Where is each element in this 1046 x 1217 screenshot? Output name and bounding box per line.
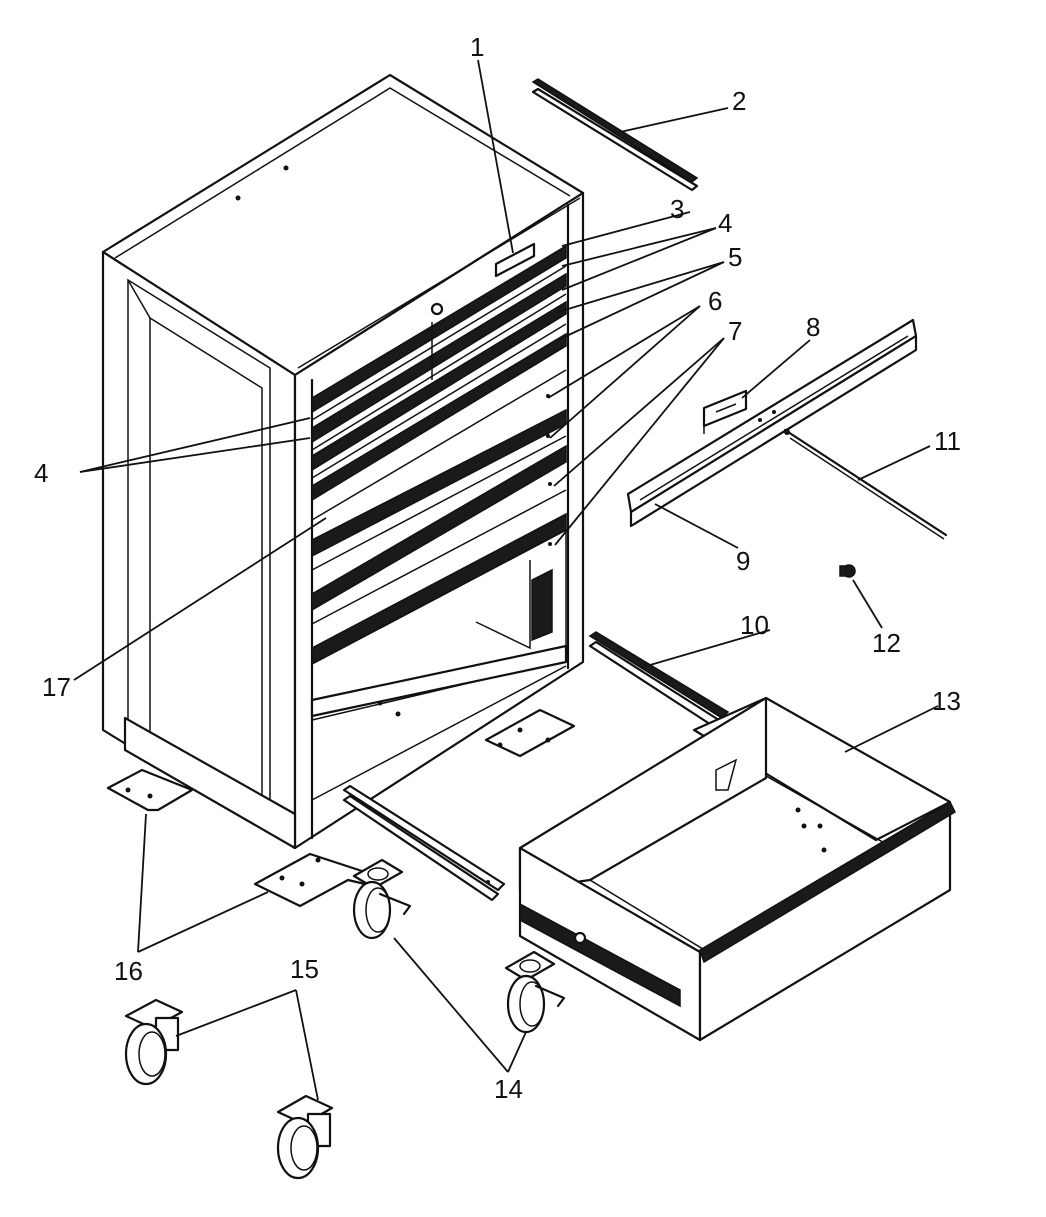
part-14-swivel-caster-left [352,858,412,940]
callout-9: 9 [736,546,750,576]
callout-3: 3 [670,194,684,224]
callout-1: 1 [470,32,484,62]
callout-4-right: 4 [718,208,732,238]
callout-11: 11 [934,426,961,456]
callout-13: 13 [932,686,961,716]
callout-labels: 1 2 3 4 4 5 6 7 8 9 10 11 12 13 14 15 16… [34,32,961,1104]
callout-8: 8 [806,312,820,342]
part-14-swivel-caster-right [504,950,566,1034]
callout-10: 10 [740,610,769,640]
part-16-base-plates [106,708,576,908]
callout-4-left: 4 [34,458,48,488]
part-11-rod [783,428,948,540]
cabinet [101,73,585,850]
callout-5: 5 [728,242,742,272]
part-13-drawer [518,696,956,1042]
bottom-slide [342,784,506,902]
part-15-rigid-caster-top [124,998,184,1086]
part-8-bracket [702,389,748,434]
callout-16: 16 [114,956,143,986]
part-12-knob [839,564,856,578]
leader-lines [73,59,939,1101]
part-10-drawer-slide [588,631,730,730]
callout-7: 7 [728,316,742,346]
part-9-slide-rail [626,318,918,528]
callout-14: 14 [494,1074,523,1104]
callout-2: 2 [732,86,746,116]
part-15-rigid-caster-bottom [276,1094,334,1180]
callout-15: 15 [290,954,319,984]
part-2-top-rail [531,78,699,192]
callout-6: 6 [708,286,722,316]
callout-12: 12 [872,628,901,658]
callout-17: 17 [42,672,71,702]
